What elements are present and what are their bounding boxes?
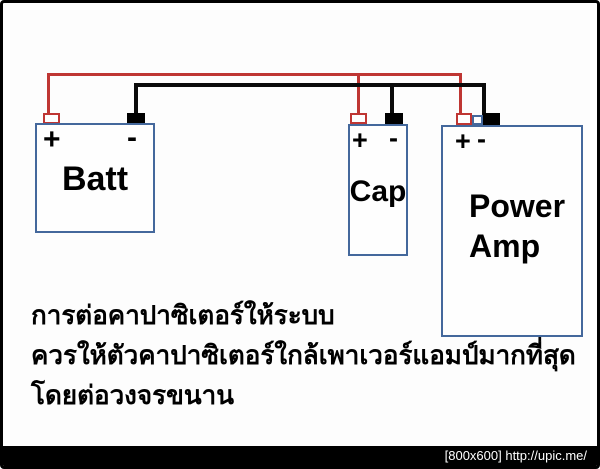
- positive-wire-horizontal: [47, 73, 462, 76]
- capacitor-box: [348, 124, 408, 256]
- amplifier-middle-terminal: [472, 115, 483, 125]
- negative-wire-drop-capacitor: [390, 83, 394, 115]
- amplifier-positive-terminal: [456, 113, 472, 125]
- battery-plus-sign: +: [43, 123, 61, 156]
- amplifier-minus-sign: -: [477, 124, 486, 154]
- watermark-text: [800x600] http://upic.me/: [444, 448, 587, 463]
- negative-wire-horizontal: [134, 83, 486, 87]
- amplifier-label-line2: Amp: [469, 228, 541, 264]
- watermark-bar: [800x600] http://upic.me/: [3, 446, 597, 466]
- battery-box: [35, 123, 155, 233]
- battery-minus-sign: -: [127, 121, 137, 154]
- battery-negative-terminal: [127, 113, 145, 124]
- amplifier-box: [441, 125, 583, 337]
- capacitor-minus-sign: -: [389, 123, 398, 153]
- negative-wire-drop-battery: [134, 83, 138, 115]
- negative-wire-drop-amplifier: [482, 83, 486, 115]
- caption-text: การต่อคาปาซิเตอร์ให้ระบบ ควรให้ตัวคาปาซิ…: [31, 295, 576, 415]
- amplifier-plus-sign: +: [455, 126, 471, 156]
- amplifier-negative-terminal: [483, 113, 500, 125]
- amplifier-label: Power Amp: [469, 186, 565, 266]
- caption-line-3: โดยต่อวงจรขนาน: [31, 380, 234, 410]
- caption-line-1: การต่อคาปาซิเตอร์ให้ระบบ: [31, 300, 335, 330]
- positive-wire-drop-capacitor: [357, 73, 360, 115]
- capacitor-positive-terminal: [350, 113, 367, 124]
- positive-wire-drop-battery: [47, 73, 50, 115]
- amplifier-label-line1: Power: [469, 188, 566, 224]
- caption-line-2: ควรให้ตัวคาปาซิเตอร์ใกล้เพาเวอร์แอมป์มาก…: [31, 340, 576, 370]
- battery-label: Batt: [61, 160, 129, 198]
- capacitor-plus-sign: +: [352, 125, 368, 155]
- capacitor-label: Cap: [349, 175, 407, 208]
- capacitor-negative-terminal: [385, 113, 403, 124]
- positive-wire-drop-amplifier: [459, 73, 462, 115]
